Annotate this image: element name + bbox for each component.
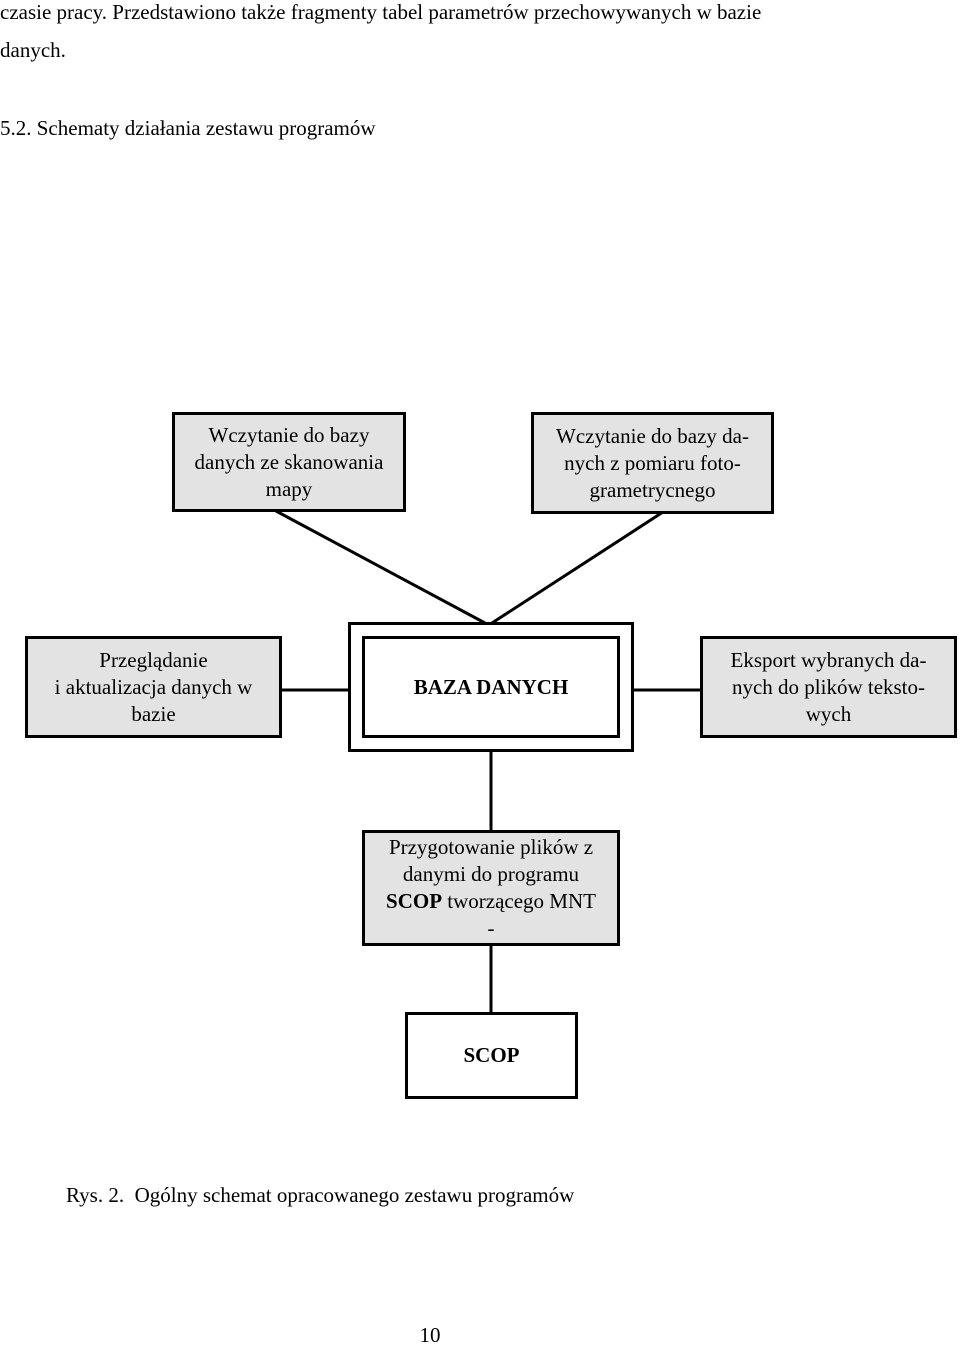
box-scan-import: Wczytanie do bazy danych ze skanowania m… — [172, 412, 406, 512]
box-export-label: Eksport wybranych da- nych do plików tek… — [730, 647, 927, 726]
page-number: 10 — [419, 1323, 441, 1347]
box-prepare-files: Przygotowanie plików z danymi do program… — [362, 830, 620, 946]
intro-line-1: czasie pracy. Przedstawiono także fragme… — [0, 0, 762, 24]
box-scan-import-label: Wczytanie do bazy danych ze skanowania m… — [194, 422, 384, 501]
prepare-line-1: Przygotowanie plików z — [388, 835, 594, 859]
connector-scan-to-db — [275, 509, 486, 625]
prepare-line-3: tworzącego MNT — [442, 889, 596, 913]
box-prepare-files-label: Przygotowanie plików z danymi do program… — [386, 834, 596, 942]
connector-photo-to-db — [491, 510, 664, 625]
box-browse-update: Przeglądanie i aktualizacja danych w baz… — [25, 636, 282, 738]
box-scop-label: SCOP — [463, 1043, 520, 1067]
prepare-line-4: - — [487, 916, 495, 940]
box-photogrammetry-import-label: Wczytanie do bazy da- nych z pomiaru fot… — [556, 423, 749, 502]
prepare-scop-bold: SCOP — [386, 889, 443, 913]
intro-text: czasie pracy. Przedstawiono także fragme… — [0, 0, 960, 69]
box-database: BAZA DANYCH — [348, 622, 634, 752]
figure-caption: Rys. 2. Ogólny schemat opracowanego zest… — [66, 1183, 575, 1207]
box-export: Eksport wybranych da- nych do plików tek… — [700, 636, 957, 738]
intro-line-2: danych. — [0, 38, 66, 62]
box-scop: SCOP — [405, 1012, 578, 1099]
section-heading: 5.2. Schematy działania zestawu programó… — [0, 116, 376, 140]
box-browse-update-label: Przeglądanie i aktualizacja danych w baz… — [54, 647, 253, 726]
prepare-line-2: danymi do programu — [402, 862, 580, 886]
box-photogrammetry-import: Wczytanie do bazy da- nych z pomiaru fot… — [531, 412, 774, 514]
box-database-label: BAZA DANYCH — [362, 636, 620, 738]
